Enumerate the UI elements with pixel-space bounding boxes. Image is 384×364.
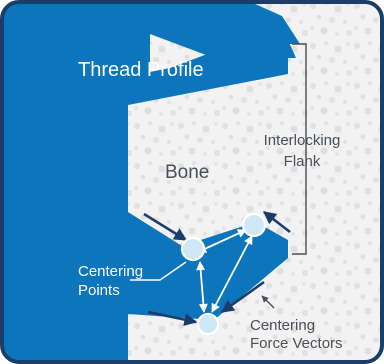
centering-points-label-line2: Points: [78, 282, 120, 299]
centering-point: [196, 312, 220, 336]
interlocking-flank-label-line1: Interlocking: [264, 132, 341, 149]
flank-bracket: [292, 43, 307, 255]
force-vector-arrow: [262, 210, 291, 234]
upper-thread-tooth: [168, 1, 300, 44]
centering-link-arrow: [211, 235, 253, 313]
bone-label: Bone: [165, 162, 209, 183]
force-vectors-label-line1: Centering: [250, 317, 315, 334]
thread-profile-label: Thread Profile: [78, 59, 204, 81]
centering-points-leader: [130, 261, 187, 281]
force-vectors-label-line2: Force Vectors: [250, 335, 343, 352]
force-vector-arrow: [143, 212, 188, 242]
centering-point: [180, 236, 206, 262]
centering-link-arrow: [196, 261, 208, 313]
interlocking-flank-label-line2: Flank: [284, 153, 321, 170]
centering-points-label-line1: Centering: [78, 263, 143, 280]
force-vectors-leader: [261, 295, 275, 309]
force-vector-arrow: [147, 310, 198, 326]
centering-point: [241, 212, 267, 238]
